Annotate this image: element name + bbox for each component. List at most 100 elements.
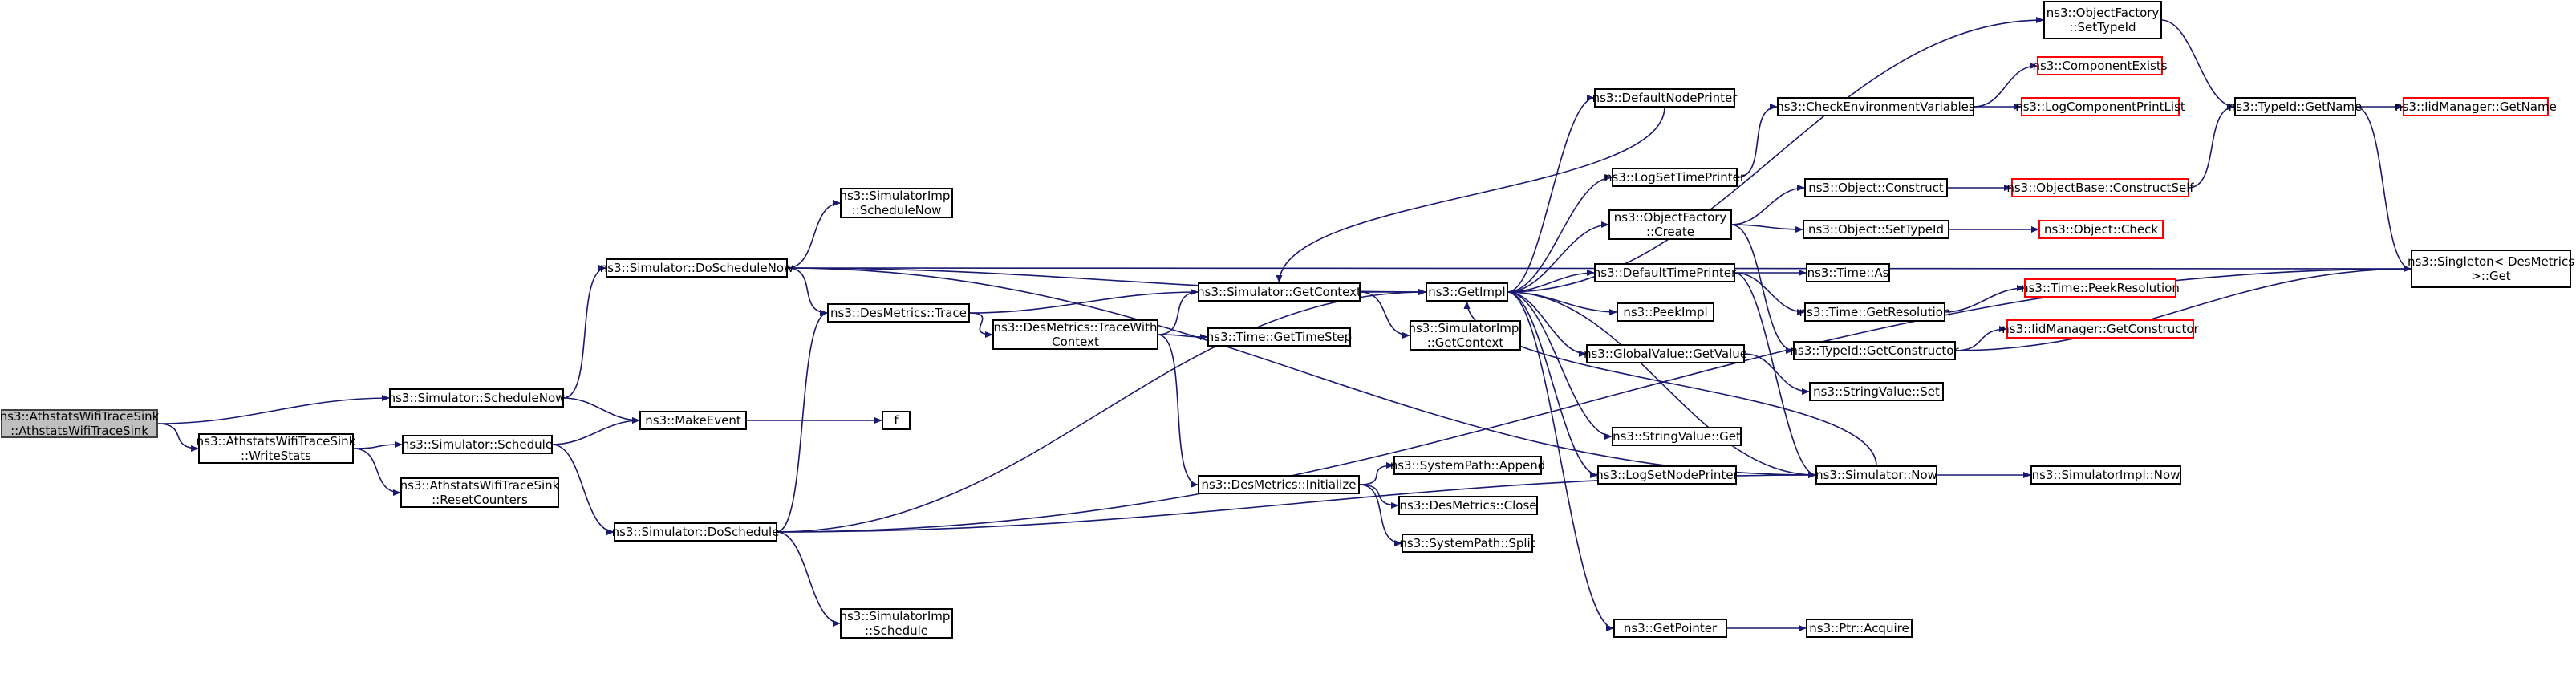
node-objsettypeid[interactable]: ns3::Object::SetTypeId xyxy=(1803,220,1949,239)
node-getimpl[interactable]: ns3::GetImpl xyxy=(1426,282,1508,302)
node-makeevent[interactable]: ns3::MakeEvent xyxy=(639,411,747,430)
node-typeidgetname[interactable]: ns3::TypeId::GetName xyxy=(2229,97,2362,116)
edge-typeidgetctor-to-iidmgetctor xyxy=(1954,326,2008,351)
node-dminit[interactable]: ns3::DesMetrics::Initialize xyxy=(1198,475,1360,494)
node-label-logcompprintlist-line-0: ns3::LogComponentPrintList xyxy=(2015,99,2185,114)
node-logsetnodeprinter[interactable]: ns3::LogSetNodePrinter xyxy=(1596,465,1739,485)
node-objconstruct[interactable]: ns3::Object::Construct xyxy=(1804,178,1948,197)
node-label-deftimeprinter-line-0: ns3::DefaultTimePrinter xyxy=(1593,266,1737,280)
node-logsettimeprinter[interactable]: ns3::LogSetTimePrinter xyxy=(1604,168,1746,187)
node-label-timepeekres-line-0: ns3::Time::PeekResolution xyxy=(2021,281,2180,295)
node-peekimpl[interactable]: ns3::PeekImpl xyxy=(1617,302,1714,322)
node-label-resetcounters-line-0: ns3::AthstatsWifiTraceSink xyxy=(400,478,560,493)
node-timegetres[interactable]: ns3::Time::GetResolution xyxy=(1799,302,1951,322)
node-box-compexists xyxy=(2037,56,2163,75)
node-ofcreate[interactable]: ns3::ObjectFactory::Create xyxy=(1608,209,1732,240)
edge-schedule-to-doschedule xyxy=(551,444,615,535)
node-box-ofcreate xyxy=(1608,209,1732,240)
node-simnow[interactable]: ns3::Simulator::Now xyxy=(1815,465,1937,485)
node-implschedule[interactable]: ns3::SimulatorImpl::Schedule xyxy=(839,608,954,639)
node-ptracquire[interactable]: ns3::Ptr::Acquire xyxy=(1806,619,1913,638)
node-box-ptracquire xyxy=(1806,619,1913,638)
node-label-ofsettypeid-line-0: ns3::ObjectFactory xyxy=(2047,6,2160,20)
node-singletonget[interactable]: ns3::Singleton< DesMetrics>::Get xyxy=(2408,250,2574,288)
node-getcontext[interactable]: ns3::Simulator::GetContext xyxy=(1197,282,1361,302)
node-iidmgetname[interactable]: ns3::IidManager::GetName xyxy=(2395,97,2557,116)
node-label-peekimpl-line-0: ns3::PeekImpl xyxy=(1623,305,1707,319)
node-label-doschedulenow-line-0: ns3::Simulator::DoScheduleNow xyxy=(600,261,794,275)
edge-objbaseconstructself-to-typeidgetname xyxy=(2188,104,2236,189)
edge-ofcreate-to-objconstruct xyxy=(1730,185,1806,225)
node-box-implgetcontext xyxy=(1410,320,1521,351)
node-schedulenow[interactable]: ns3::Simulator::ScheduleNow xyxy=(388,388,566,408)
edge-dminit-to-dmclose xyxy=(1358,484,1400,509)
edge-getimpl-to-strvalget xyxy=(1507,291,1613,440)
edges-layer xyxy=(156,17,2412,631)
node-implnow[interactable]: ns3::SimulatorImpl::Now xyxy=(2030,465,2181,485)
node-box-gettimestep xyxy=(1207,327,1351,347)
node-label-writestats-line-1: ::WriteStats xyxy=(241,449,311,463)
node-label-getpointer-line-0: ns3::GetPointer xyxy=(1624,621,1718,635)
node-doschedulenow[interactable]: ns3::Simulator::DoScheduleNow xyxy=(600,258,794,278)
edge-dminit-to-spappend xyxy=(1358,462,1395,485)
node-label-getcontext-line-0: ns3::Simulator::GetContext xyxy=(1197,285,1361,299)
node-resetcounters[interactable]: ns3::AthstatsWifiTraceSink::ResetCounter… xyxy=(400,477,560,508)
node-checkenv[interactable]: ns3::CheckEnvironmentVariables xyxy=(1776,97,1975,116)
node-deftimeprinter[interactable]: ns3::DefaultTimePrinter xyxy=(1593,263,1737,282)
node-label-objbaseconstructself-line-0: ns3::ObjectBase::ConstructSelf xyxy=(2006,181,2194,195)
edge-ofcreate-to-objsettypeid xyxy=(1730,224,1804,233)
node-box-typeidgetname xyxy=(2234,97,2356,116)
node-spappend[interactable]: ns3::SystemPath::Append xyxy=(1390,456,1546,475)
edge-deftimeprinter-to-simnow xyxy=(1734,272,1817,478)
node-implgetcontext[interactable]: ns3::SimulatorImpl::GetContext xyxy=(1408,320,1523,351)
node-root[interactable]: ns3::AthstatsWifiTraceSink::AthstatsWifi… xyxy=(0,409,160,438)
node-writestats[interactable]: ns3::AthstatsWifiTraceSink::WriteStats xyxy=(197,433,356,464)
edge-doschedulenow-to-simnow xyxy=(786,267,1817,478)
edge-dmtrace-to-tracewith xyxy=(968,312,994,338)
node-ofsettypeid[interactable]: ns3::ObjectFactory::SetTypeId xyxy=(2043,1,2162,39)
node-objbaseconstructself[interactable]: ns3::ObjectBase::ConstructSelf xyxy=(2006,178,2194,197)
node-f[interactable]: f xyxy=(882,411,911,430)
node-timeas[interactable]: ns3::Time::As xyxy=(1806,263,1890,282)
node-defnodeprinter[interactable]: ns3::DefaultNodePrinter xyxy=(1592,88,1738,108)
node-label-typeidgetctor-line-0: ns3::TypeId::GetConstructor xyxy=(1790,343,1959,358)
node-label-logsetnodeprinter-line-0: ns3::LogSetNodePrinter xyxy=(1596,468,1738,482)
node-box-strvalset xyxy=(1809,382,1944,401)
node-strvalset[interactable]: ns3::StringValue::Set xyxy=(1809,382,1944,401)
node-label-ofsettypeid-line-1: ::SetTypeId xyxy=(2069,20,2136,35)
edge-tracewith-to-dminit xyxy=(1157,334,1199,488)
node-getpointer[interactable]: ns3::GetPointer xyxy=(1613,619,1727,638)
node-dmtrace[interactable]: ns3::DesMetrics::Trace xyxy=(827,303,970,323)
node-spsplit[interactable]: ns3::SystemPath::Split xyxy=(1399,534,1535,553)
edge-doschedulenow-to-implschedulenow xyxy=(786,200,842,269)
node-logcompprintlist[interactable]: ns3::LogComponentPrintList xyxy=(2015,97,2185,116)
node-dmclose[interactable]: ns3::DesMetrics::Close xyxy=(1398,496,1538,515)
edge-getimpl-to-defnodeprinter xyxy=(1507,95,1596,293)
node-timepeekres[interactable]: ns3::Time::PeekResolution xyxy=(2021,278,2180,298)
node-doschedule[interactable]: ns3::Simulator::DoSchedule xyxy=(612,522,780,542)
edge-getimpl-to-ofsettypeid xyxy=(1507,17,2045,293)
node-objcheck[interactable]: ns3::Object::Check xyxy=(2038,220,2164,239)
node-iidmgetctor[interactable]: ns3::IidManager::GetConstructor xyxy=(2002,319,2200,339)
node-box-dmtrace xyxy=(827,303,970,323)
node-typeidgetctor[interactable]: ns3::TypeId::GetConstructor xyxy=(1790,341,1959,360)
node-box-checkenv xyxy=(1777,97,1974,116)
node-label-singletonget-line-0: ns3::Singleton< DesMetrics xyxy=(2408,254,2574,269)
node-label-root-line-1: ::AthstatsWifiTraceSink xyxy=(10,424,148,438)
node-box-makeevent xyxy=(639,411,747,430)
node-schedule[interactable]: ns3::Simulator::Schedule xyxy=(402,435,553,454)
node-gettimestep[interactable]: ns3::Time::GetTimeStep xyxy=(1207,327,1352,347)
node-box-objbaseconstructself xyxy=(2011,178,2189,197)
edge-doschedule-to-singletonget xyxy=(776,266,2412,533)
node-box-spappend xyxy=(1393,456,1542,475)
node-implschedulenow[interactable]: ns3::SimulatorImpl::ScheduleNow xyxy=(839,188,954,218)
edge-getimpl-to-ofcreate xyxy=(1507,221,1610,293)
node-strvalget[interactable]: ns3::StringValue::Get xyxy=(1612,427,1742,446)
node-gvgetvalue[interactable]: ns3::GlobalValue::GetValue xyxy=(1584,344,1747,363)
edge-schedulenow-to-makeevent xyxy=(562,397,641,424)
node-label-simnow-line-0: ns3::Simulator::Now xyxy=(1815,468,1937,482)
node-label-schedulenow-line-0: ns3::Simulator::ScheduleNow xyxy=(388,391,566,405)
node-box-spsplit xyxy=(1402,534,1533,553)
node-compexists[interactable]: ns3::ComponentExists xyxy=(2032,56,2168,75)
